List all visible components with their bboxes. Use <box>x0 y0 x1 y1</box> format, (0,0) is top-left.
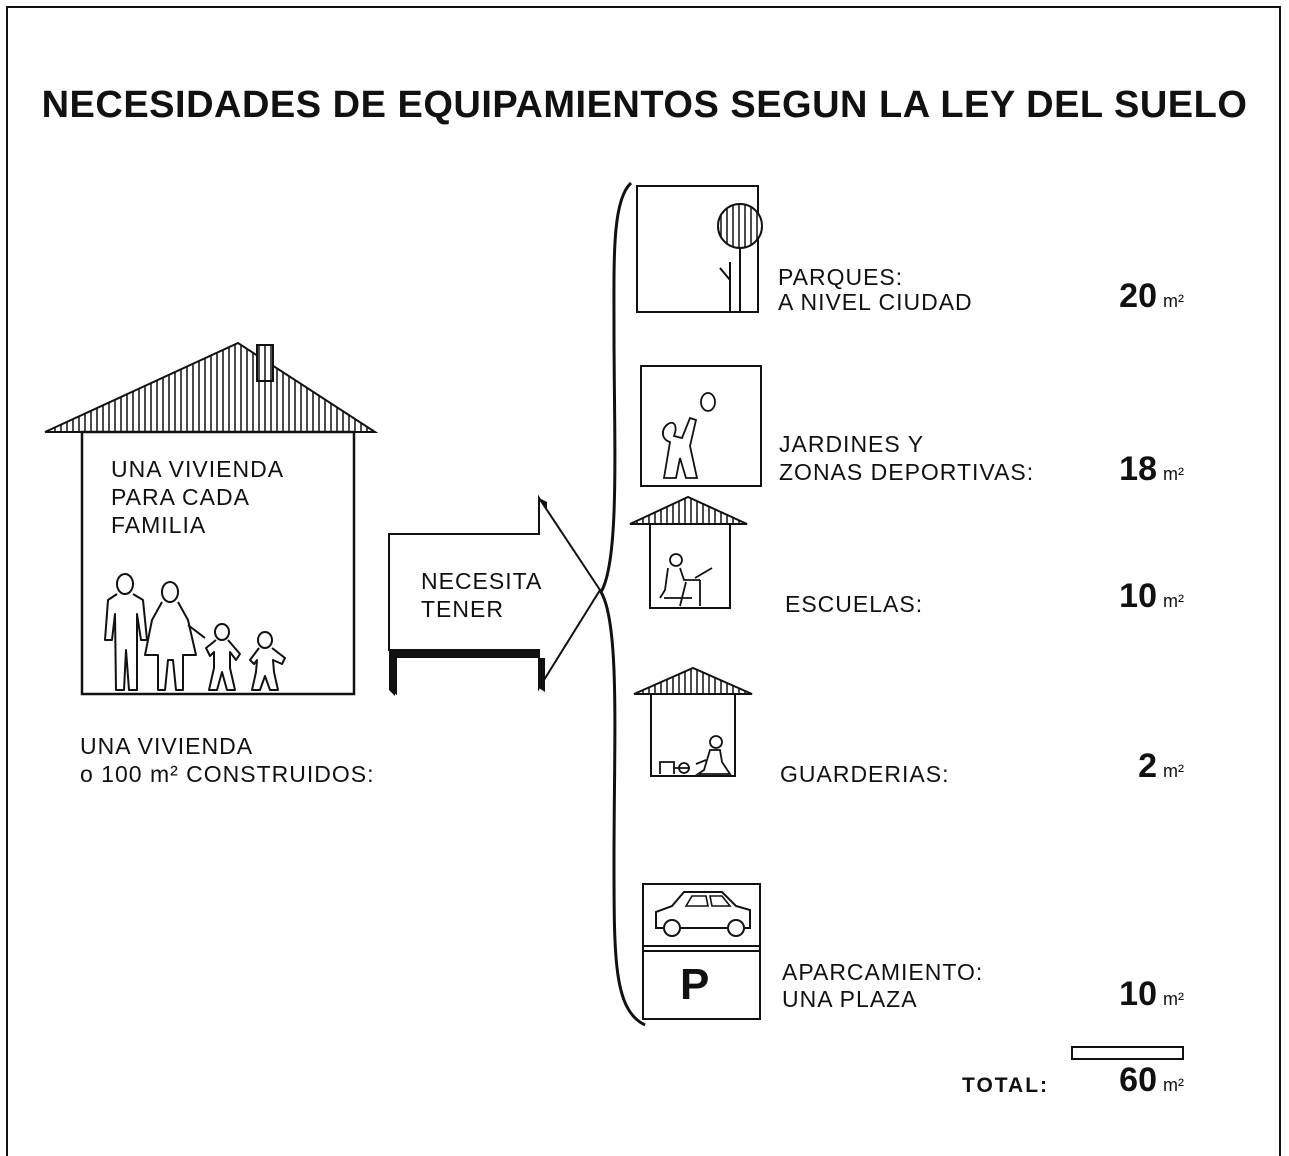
item-parques-line1: PARQUES: <box>778 264 904 290</box>
value-number: 10 <box>1119 577 1157 615</box>
tree-icon <box>636 185 763 313</box>
parking-sign-letter: P <box>680 960 710 1009</box>
house-text-line1: UNA VIVIENDA <box>111 456 285 482</box>
house-text-line3: FAMILIA <box>111 512 207 538</box>
total-label: TOTAL: <box>962 1074 1050 1097</box>
item-guarderias-value: 2 m² <box>1138 747 1184 786</box>
value-unit: m² <box>1163 591 1184 611</box>
family-icon <box>104 573 286 691</box>
item-aparcamiento-value: 10 m² <box>1119 975 1184 1014</box>
caption-line2: o 100 m² CONSTRUIDOS: <box>80 761 375 787</box>
curly-brace <box>599 181 646 1027</box>
arrow-text-line1: NECESITA <box>421 568 543 594</box>
value-unit: m² <box>1163 989 1184 1009</box>
value-unit: m² <box>1163 464 1184 484</box>
diagram-frame <box>6 6 1281 1156</box>
item-parques-value: 20 m² <box>1119 277 1184 316</box>
parking-icon <box>642 883 761 1020</box>
value-unit: m² <box>1163 291 1184 311</box>
item-parques-line2: A NIVEL CIUDAD <box>778 289 973 315</box>
total-number: 60 <box>1119 1061 1157 1099</box>
value-number: 2 <box>1138 747 1157 785</box>
sum-bar <box>1071 1046 1184 1060</box>
total-unit: m² <box>1163 1075 1184 1095</box>
child-ball-icon <box>640 365 762 487</box>
value-unit: m² <box>1163 761 1184 781</box>
item-guarderias-line1: GUARDERIAS: <box>780 761 950 787</box>
arrow-text-line2: TENER <box>421 596 504 622</box>
house-text-line2: PARA CADA <box>111 484 250 510</box>
school-icon <box>629 495 748 609</box>
page-title: NECESIDADES DE EQUIPAMIENTOS SEGUN LA LE… <box>41 84 1248 126</box>
arrow-icon <box>388 494 602 696</box>
item-jardines-value: 18 m² <box>1119 450 1184 489</box>
caption-line1: UNA VIVIENDA <box>80 733 254 759</box>
item-jardines-line1: JARDINES Y <box>779 431 925 457</box>
item-aparcamiento-line2: UNA PLAZA <box>782 986 918 1012</box>
item-jardines-line2: ZONAS DEPORTIVAS: <box>779 459 1035 485</box>
item-aparcamiento-line1: APARCAMIENTO: <box>782 959 984 985</box>
item-escuelas-value: 10 m² <box>1119 577 1184 616</box>
total-value: 60 m² <box>1119 1061 1184 1100</box>
value-number: 20 <box>1119 277 1157 315</box>
value-number: 10 <box>1119 975 1157 1013</box>
value-number: 18 <box>1119 450 1157 488</box>
house-icon <box>44 341 379 696</box>
item-escuelas-line1: ESCUELAS: <box>785 591 924 617</box>
nursery-icon <box>633 666 753 777</box>
